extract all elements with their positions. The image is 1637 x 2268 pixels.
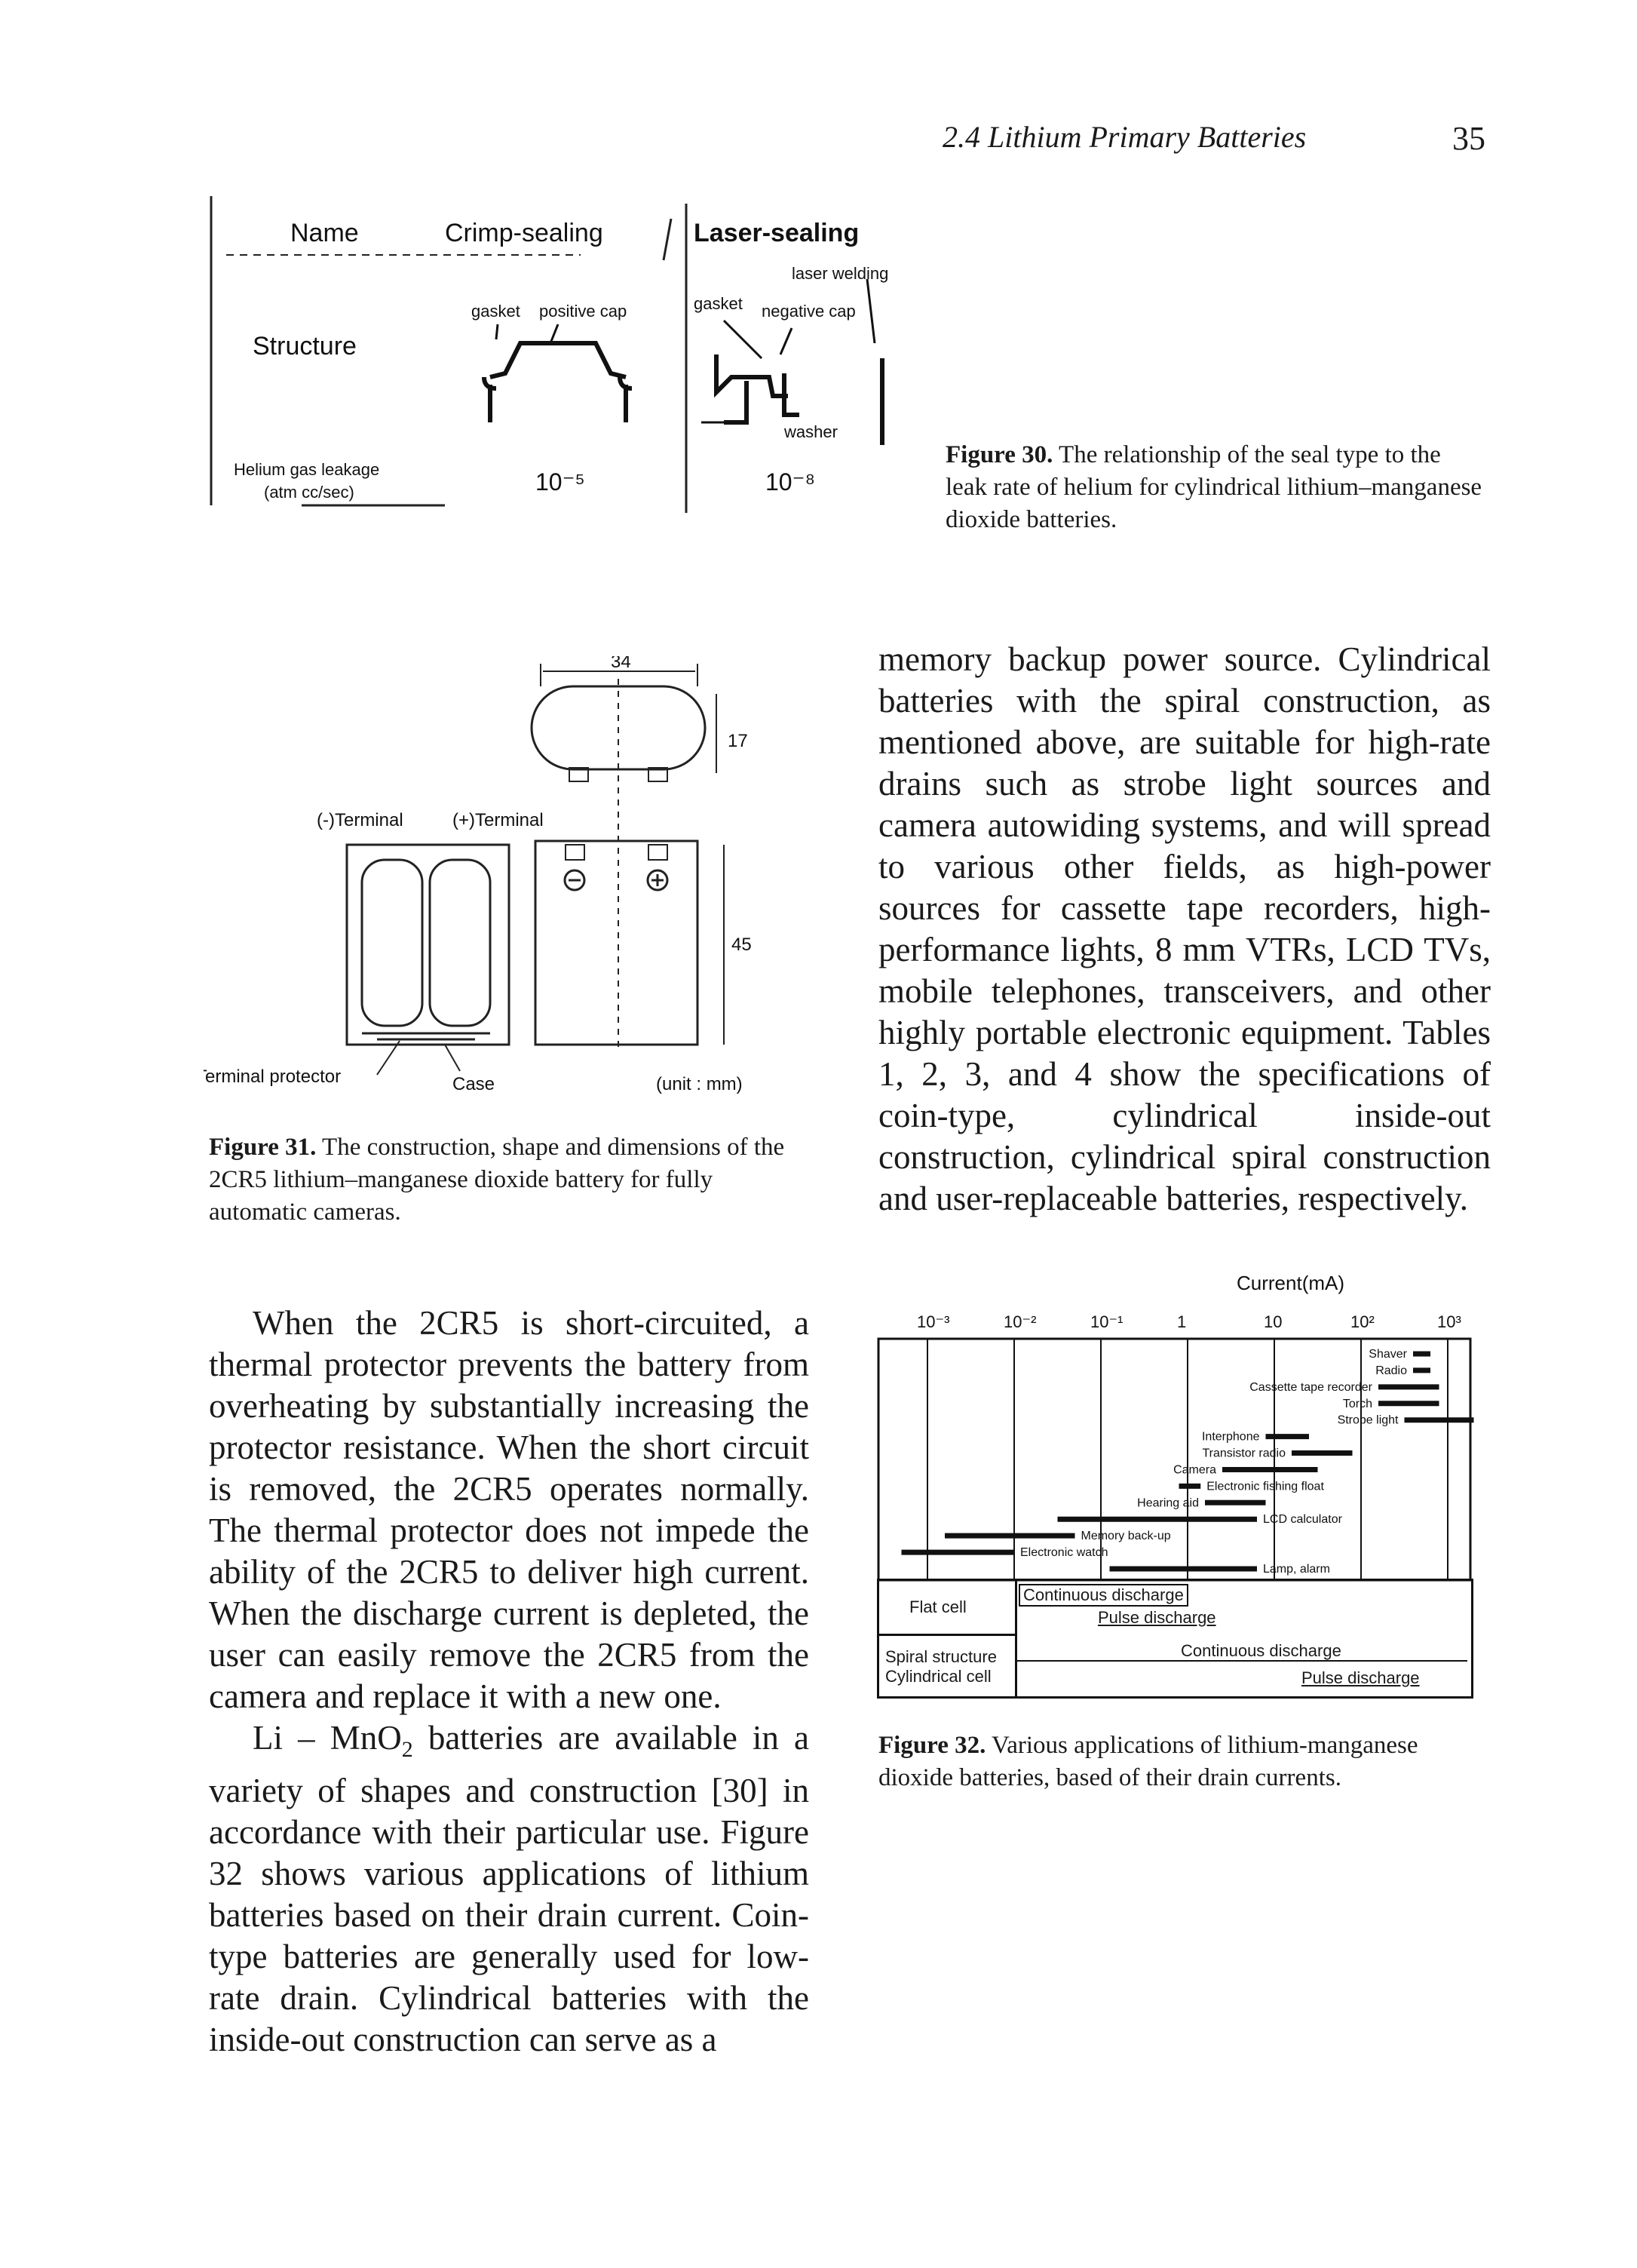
dim-depth-label: 17 (728, 731, 748, 751)
figure-30-diagram: Name Crimp-sealing Laser-sealing Structu… (210, 196, 888, 513)
legend-cylindrical: Cylindrical cell (885, 1667, 992, 1686)
fig30-row-structure: Structure (253, 332, 357, 361)
body-text-right: memory backup power source. Cylindrical … (878, 639, 1491, 1220)
figure-32-chart: Current(mA) 10⁻³ 10⁻² 10⁻¹ 1 10 10² 10³ Shaver… (877, 1272, 1474, 1582)
figure-31-label: Figure 31. (209, 1134, 317, 1161)
legend-spiral-pulse: Pulse discharge (1301, 1668, 1420, 1687)
laser-seal-shape (714, 354, 884, 445)
x-tick-label: 10⁻² (1004, 1312, 1036, 1331)
neg-terminal-label: (-)Terminal (317, 810, 403, 830)
fig30-label-gasket: gasket (471, 302, 520, 321)
legend-spiral: Spiral structure (885, 1647, 997, 1666)
application-label: Strobe light (1338, 1414, 1399, 1427)
application-label: Electronic watch (1020, 1546, 1108, 1559)
fig30-row-leak-2: (atm cc/sec) (264, 483, 354, 502)
fig30-label-laser-gasket: gasket (694, 294, 743, 313)
page-number: 35 (1452, 120, 1485, 157)
plus-terminal-icon (646, 869, 669, 892)
x-tick-label: 10⁻³ (917, 1312, 949, 1331)
figure-30-caption: Figure 30. The relationship of the seal … (946, 439, 1488, 536)
paragraph-right: memory backup power source. Cylindrical … (878, 640, 1491, 1217)
figure-31-caption-text: The construction, shape and dimensions o… (209, 1134, 785, 1226)
application-label: Camera (1173, 1463, 1216, 1476)
unit-label: (unit : mm) (656, 1074, 743, 1094)
legend-spiral-continuous: Continuous discharge (1181, 1641, 1341, 1660)
figure-32-legend: Flat cell Spiral structure Cylindrical c… (877, 1579, 1473, 1699)
figure-31-caption: Figure 31. The construction, shape and d… (209, 1131, 812, 1229)
figure-32-label: Figure 32. (878, 1732, 986, 1759)
battery-front-view (534, 839, 699, 1046)
x-tick-label: 10³ (1437, 1312, 1461, 1331)
dim-width-label: 34 (611, 656, 631, 672)
application-label: Lamp, alarm (1263, 1563, 1330, 1576)
application-label: Hearing aid (1137, 1496, 1199, 1509)
application-label: Transistor radio (1202, 1447, 1286, 1460)
application-label: Shaver (1369, 1348, 1407, 1361)
fig30-label-laser-welding: laser welding (792, 264, 888, 283)
application-label: Radio (1375, 1364, 1407, 1377)
figure-31-diagram: 34 17 (-)Terminal (+)Terminal Terminal p… (204, 656, 752, 1094)
figure-32-caption: Figure 32. Various applications of lithi… (878, 1729, 1488, 1794)
x-tick-label: 10⁻¹ (1090, 1312, 1123, 1331)
running-header: 2.4 Lithium Primary Batteries 35 (943, 119, 1485, 157)
figure-30-caption-text: The relationship of the seal type to the… (946, 441, 1482, 533)
crimp-seal-shape (482, 341, 633, 422)
application-label: LCD calculator (1263, 1513, 1343, 1526)
battery-case-section (345, 843, 510, 1046)
body-text-left: When the 2CR5 is short-circuited, a ther… (209, 1303, 809, 2061)
paragraph-left-2: Li – MnO2 batteries are available in a v… (209, 1717, 809, 2061)
formula-subscript: 2 (401, 1737, 413, 1762)
fig30-label-positive-cap: positive cap (539, 302, 627, 321)
fig30-row-leak-1: Helium gas leakage (234, 460, 379, 479)
fig30-col-crimp: Crimp-sealing (445, 219, 603, 247)
fig30-label-negative-cap: negative cap (762, 302, 856, 321)
fig30-col-name: Name (290, 219, 359, 247)
application-label: Interphone (1202, 1431, 1260, 1444)
legend-flat-pulse: Pulse discharge (1098, 1608, 1216, 1627)
pos-terminal-label: (+)Terminal (452, 810, 544, 830)
formula-prefix: Li – MnO (253, 1719, 402, 1757)
application-label: Electronic fishing float (1206, 1480, 1324, 1493)
figure-32-caption-text: Various applications of lithium-manganes… (878, 1732, 1418, 1791)
section-title: 2.4 Lithium Primary Batteries (943, 120, 1307, 154)
minus-terminal-icon (563, 869, 586, 892)
dim-height-label: 45 (731, 935, 752, 955)
fig30-crimp-leak: 10⁻⁵ (535, 468, 585, 496)
paragraph-left-1: When the 2CR5 is short-circuited, a ther… (209, 1304, 809, 1715)
x-tick-label: 10 (1264, 1312, 1282, 1331)
application-label: Memory back-up (1081, 1530, 1171, 1542)
chart-title: Current(mA) (1237, 1272, 1344, 1294)
legend-flat-cell: Flat cell (909, 1597, 967, 1616)
case-label: Case (452, 1074, 495, 1094)
fig30-col-laser: Laser-sealing (694, 219, 859, 247)
fig30-label-washer: washer (783, 422, 838, 441)
paragraph-left-2-text: batteries are available in a variety of … (209, 1719, 809, 2058)
figure-30-label: Figure 30. (946, 441, 1053, 468)
application-label: Torch (1343, 1398, 1372, 1410)
fig30-laser-leak: 10⁻⁸ (765, 468, 815, 496)
application-label: Cassette tape recorder (1249, 1381, 1372, 1394)
legend-flat-continuous: Continuous discharge (1019, 1584, 1188, 1607)
x-tick-label: 1 (1177, 1312, 1186, 1331)
terminal-protector-label: Terminal protector (204, 1066, 341, 1087)
x-tick-label: 10² (1350, 1312, 1375, 1331)
